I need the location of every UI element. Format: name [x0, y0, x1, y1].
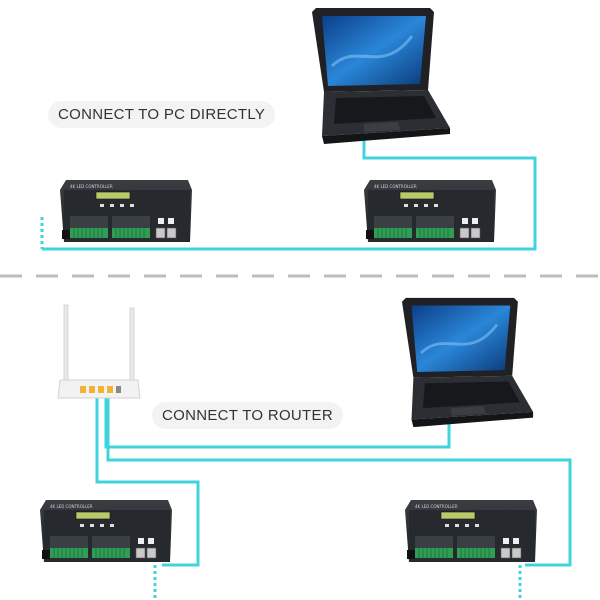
cable-router-to-controller-left: [95, 398, 200, 567]
cable-router-to-controller-right: [106, 398, 572, 567]
cable-laptop-to-controller: [362, 138, 537, 251]
connect-to-router-label: CONNECT TO ROUTER: [152, 402, 343, 429]
controller-icon: [59, 179, 193, 243]
top-cables: [40, 138, 537, 251]
laptop-icon: [310, 6, 452, 146]
cable-router-to-laptop: [104, 393, 451, 449]
controller-icon: [404, 499, 538, 563]
laptop-icon: [400, 296, 535, 429]
router-icon: [57, 304, 141, 399]
bottom-cables: [95, 393, 572, 598]
controller-icon: [363, 179, 497, 243]
controller-icon: [39, 499, 173, 563]
connect-to-pc-label: CONNECT TO PC DIRECTLY: [48, 101, 276, 128]
